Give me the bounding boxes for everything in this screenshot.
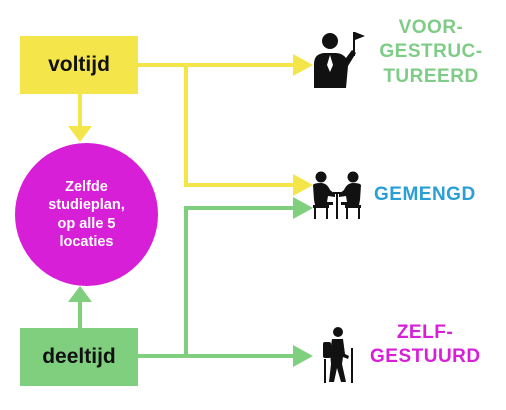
deeltijd-label: deeltijd <box>42 345 116 368</box>
label-gemengd: GEMENGD <box>374 184 476 205</box>
deeltijd-arrowheads <box>68 197 313 367</box>
arrowhead-voorgestructureerd <box>293 54 313 76</box>
voltijd-label: voltijd <box>48 53 110 76</box>
deeltijd-connectors <box>78 206 295 358</box>
voltijd-arrowheads <box>68 54 313 196</box>
two-people-seated-icon <box>313 171 361 219</box>
label-voorgestructureerd: VOOR- GESTRUC- TUREERD <box>379 17 483 87</box>
arrowhead-gemengd-green <box>293 197 313 219</box>
arrowhead-zelfgestuurd <box>293 345 313 367</box>
hiker-icon <box>323 327 353 383</box>
connector-deeltijd-gemengd <box>184 206 295 356</box>
arrowhead-center-from-deeltijd <box>68 286 92 302</box>
arrowhead-gemengd-yellow <box>293 174 313 196</box>
voltijd-connectors <box>78 63 295 187</box>
center-text: Zelfde studieplan, op alle 5 locaties <box>48 179 125 250</box>
label-zelfgestuurd: ZELF- GESTUURD <box>370 322 481 368</box>
connector-voltijd-gemengd <box>184 65 295 187</box>
person-with-flag-icon <box>314 32 365 88</box>
deeltijd-box: deeltijd <box>20 328 138 386</box>
voltijd-box: voltijd <box>20 36 138 94</box>
center-circle: Zelfde studieplan, op alle 5 locaties <box>15 143 158 286</box>
arrowhead-center-from-voltijd <box>68 126 92 142</box>
